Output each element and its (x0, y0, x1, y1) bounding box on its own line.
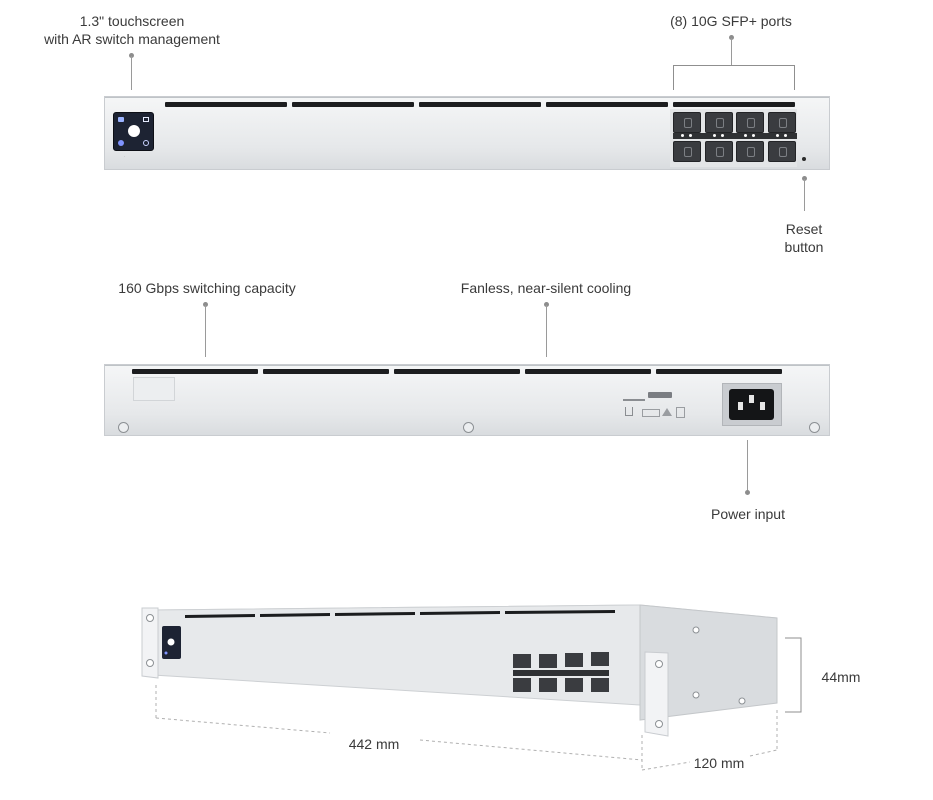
rack-ear-hole-bottom (146, 659, 154, 667)
front-vent-2 (292, 102, 414, 107)
window-icon (143, 117, 149, 122)
reset-button[interactable] (802, 157, 806, 161)
front-vent-1 (165, 102, 287, 107)
device-icon (118, 117, 124, 122)
rear-vent-4 (525, 369, 651, 374)
perspective-chassis (141, 604, 802, 771)
touchscreen-callout-dot (129, 53, 134, 58)
persp-sfp-1 (513, 654, 531, 668)
persp-sfp-8 (591, 678, 609, 692)
persp-side-screw-3 (738, 697, 746, 705)
settings-icon (143, 140, 149, 146)
label-area (133, 377, 175, 401)
rear-panel (104, 364, 830, 436)
weee-bin (676, 407, 685, 418)
touchscreen-callout-line (131, 56, 132, 90)
sfp-callout-line (731, 38, 732, 65)
reset-callout-line1: Reset (785, 221, 823, 237)
rear-vent-2 (263, 369, 389, 374)
touchscreen-callout-line2: with AR switch management (44, 31, 220, 47)
sfp-port-6[interactable] (705, 141, 733, 162)
product-badge (648, 392, 672, 398)
depth-dim-line-left (641, 761, 691, 771)
sfp-port-8[interactable] (768, 141, 796, 162)
model-text: · (124, 154, 126, 159)
depth-dimension-label: 120 mm (693, 755, 745, 771)
power-inlet[interactable] (729, 389, 774, 420)
width-dim-line-left (155, 717, 331, 734)
sfp-led-strip (673, 133, 797, 139)
cooling-callout-label: Fanless, near-silent cooling (460, 280, 632, 296)
power-inlet-frame (722, 383, 782, 426)
persp-sfp-5 (513, 678, 531, 692)
sfp-port-7[interactable] (736, 141, 764, 162)
unifi-logo (623, 389, 645, 401)
touchscreen-callout-line1: 1.3" touchscreen (79, 13, 185, 29)
sfp-port-5[interactable] (673, 141, 701, 162)
persp-vent-4 (420, 611, 500, 615)
width-dim-line-right (419, 739, 643, 761)
sfp-callout-dot (729, 35, 734, 40)
switching-callout-line (205, 305, 206, 357)
persp-sfp-2 (539, 654, 557, 668)
rear-vent-3 (394, 369, 520, 374)
persp-vent-1 (185, 614, 255, 618)
reset-callout-label: Reset button (776, 220, 832, 256)
touchscreen-center-button[interactable] (128, 125, 140, 137)
persp-vent-2 (260, 613, 330, 617)
ubiquiti-logo (625, 407, 633, 416)
power-input-callout-label: Power input (711, 506, 785, 522)
depth-dim-line-right (749, 749, 778, 757)
sfp-callout-bracket (673, 65, 795, 90)
rack-ear-left (141, 607, 159, 679)
sfp-port-3[interactable] (736, 112, 764, 133)
cooling-callout-dot (544, 302, 549, 307)
reset-callout-dot (802, 176, 807, 181)
sfp-port-1[interactable] (673, 112, 701, 133)
sfp-callout-label: (8) 10G SFP+ ports (670, 13, 792, 29)
warning-triangle (662, 408, 672, 416)
persp-sfp-4 (591, 652, 609, 666)
rack-ear-right (644, 651, 669, 737)
persp-led-strip (513, 670, 609, 676)
width-dimension-label: 442 mm (348, 736, 400, 752)
height-bracket (785, 637, 802, 713)
power-icon (118, 140, 124, 146)
ground-screw-right (809, 422, 820, 433)
power-callout-line (747, 440, 748, 491)
front-panel: · (104, 96, 830, 170)
cooling-callout-line (546, 305, 547, 357)
switching-capacity-callout-label: 160 Gbps switching capacity (118, 280, 296, 296)
rear-vent-1 (132, 369, 258, 374)
touchscreen-callout-label: 1.3" touchscreen with AR switch manageme… (38, 12, 226, 48)
sfp-port-4[interactable] (768, 112, 796, 133)
front-vent-3 (419, 102, 541, 107)
persp-side-screw-1 (692, 626, 700, 634)
front-vent-5 (673, 102, 795, 107)
reset-callout-line2: button (784, 239, 824, 255)
ce-mark (642, 409, 660, 417)
sfp-port-2[interactable] (705, 112, 733, 133)
persp-vent-5 (505, 610, 615, 614)
persp-sfp-3 (565, 653, 583, 667)
rack-ear-hole-top (146, 614, 154, 622)
persp-sfp-6 (539, 678, 557, 692)
persp-side-screw-2 (692, 691, 700, 699)
reset-callout-line (804, 179, 805, 211)
front-vent-4 (546, 102, 668, 107)
ground-screw-left (118, 422, 129, 433)
persp-sfp-7 (565, 678, 583, 692)
touchscreen[interactable] (113, 112, 154, 151)
sfp-block (670, 109, 797, 167)
height-dimension-label: 44mm (821, 669, 861, 685)
persp-vent-3 (335, 612, 415, 616)
rear-vent-5 (656, 369, 782, 374)
power-callout-dot (745, 490, 750, 495)
ground-screw-center (463, 422, 474, 433)
switching-callout-dot (203, 302, 208, 307)
chassis-side (639, 604, 778, 721)
